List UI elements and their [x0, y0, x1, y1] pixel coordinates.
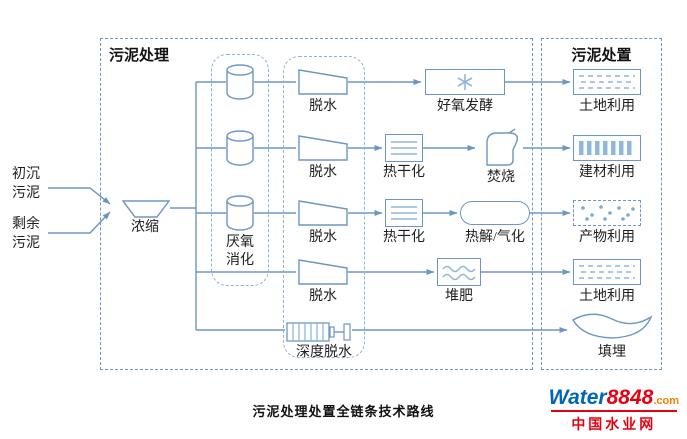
- water8848-logo: Water8848.com 中国水业网: [549, 386, 679, 434]
- dewatering-shape: [298, 69, 348, 95]
- input-excess-sludge: 剩余 污泥: [12, 217, 40, 251]
- building-material-label: 建材利用: [579, 165, 635, 180]
- product-use-shape: [573, 200, 641, 226]
- thickening-label: 浓缩: [131, 220, 159, 235]
- input-primary-sludge: 初沉 污泥: [12, 167, 40, 201]
- aerobic-fermentation-shape: [425, 69, 505, 95]
- anaerobic-digestion-label: 厌氧 消化: [226, 235, 254, 269]
- digestion-group-box: [211, 54, 269, 286]
- thermal-drying-label: 热干化: [383, 230, 425, 245]
- dewatering-label: 脱水: [309, 99, 337, 114]
- dewatering-label: 脱水: [309, 165, 337, 180]
- deep-dewatering-label: 深度脱水: [296, 345, 352, 360]
- filter-press-icon: [286, 320, 352, 344]
- snowflake-icon: [457, 74, 473, 90]
- composting-shape: [437, 258, 481, 286]
- digester-cylinder-icon: [226, 130, 254, 166]
- land-use-label: 土地利用: [579, 289, 635, 304]
- composting-label: 堆肥: [445, 289, 473, 304]
- land-use-shape: [573, 259, 641, 285]
- bricks-icon: [579, 141, 632, 155]
- incinerator-icon: [478, 128, 524, 168]
- thickening-shape: [121, 200, 171, 218]
- diagram-caption: 污泥处理处置全链条技术路线: [252, 404, 435, 419]
- incineration-label: 焚烧: [487, 170, 515, 185]
- dewatering-shape: [298, 135, 348, 161]
- logo-number-text: 8848: [606, 386, 654, 409]
- land-use-label: 土地利用: [579, 99, 635, 114]
- heater-lines-icon: [391, 141, 417, 155]
- digester-cylinder-icon: [226, 64, 254, 100]
- logo-divider: [550, 410, 677, 412]
- digester-cylinder-icon: [226, 195, 254, 231]
- dewatering-shape: [298, 200, 348, 226]
- compost-waves-icon: [442, 265, 476, 281]
- logo-wordmark: Water8848.com: [549, 386, 679, 410]
- treatment-container: 污泥处理: [100, 38, 533, 370]
- landfill-shape: [571, 308, 653, 342]
- treatment-title: 污泥处理: [109, 48, 170, 64]
- disposal-title: 污泥处置: [571, 48, 632, 64]
- dewatering-group-box: [283, 56, 365, 358]
- aerobic-fermentation-label: 好氧发酵: [437, 99, 493, 114]
- building-material-shape: [573, 135, 641, 161]
- logo-domain-text: .com: [653, 395, 679, 407]
- logo-brand-text: Water: [548, 386, 607, 409]
- dewatering-shape: [298, 259, 348, 285]
- logo-subtitle-text: 中国水业网: [571, 416, 657, 432]
- soil-dashes-icon: [579, 75, 635, 89]
- disposal-container: 污泥处置: [541, 38, 662, 370]
- dewatering-label: 脱水: [309, 230, 337, 245]
- pyrolysis-gasification-shape: [460, 201, 530, 225]
- thermal-drying-shape: [385, 199, 423, 227]
- soil-dashes-icon: [579, 265, 635, 279]
- dewatering-label: 脱水: [309, 289, 337, 304]
- thermal-drying-label: 热干化: [383, 165, 425, 180]
- pyrolysis-gasification-label: 热解/气化: [465, 230, 525, 245]
- landfill-label: 填埋: [598, 345, 626, 360]
- land-use-shape: [573, 69, 641, 95]
- granules-icon: [581, 205, 635, 221]
- heater-lines-icon: [391, 206, 417, 220]
- thermal-drying-shape: [385, 134, 423, 162]
- product-use-label: 产物利用: [579, 230, 635, 245]
